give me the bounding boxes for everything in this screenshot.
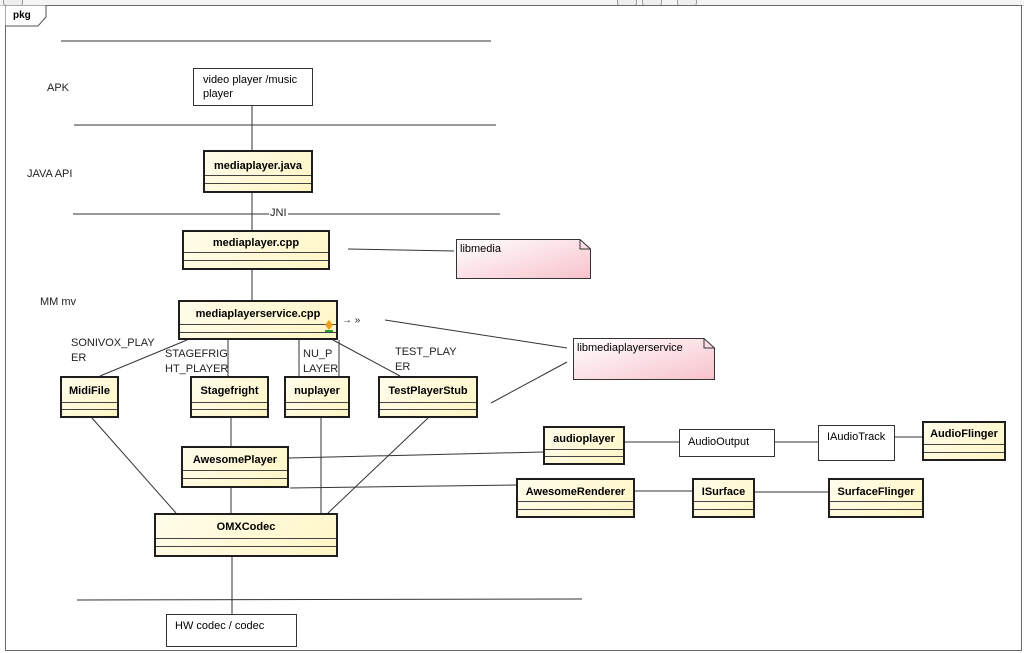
class-omxcodec[interactable]: OMXCodec xyxy=(154,513,338,557)
class-stagefright[interactable]: Stagefright xyxy=(190,376,269,418)
class-awesomerenderer[interactable]: AwesomeRenderer xyxy=(516,478,635,518)
layer-label-mm: MM mv xyxy=(40,296,77,308)
class-mediaplayerservice-cpp[interactable]: mediaplayerservice.cpp xyxy=(178,300,338,340)
class-mediaplayer-cpp[interactable]: mediaplayer.cpp xyxy=(182,230,330,270)
stereotype-arrow-label: → » xyxy=(342,315,361,326)
class-isurface[interactable]: ISurface xyxy=(692,478,755,518)
note-libmedia[interactable]: libmedia xyxy=(456,239,591,279)
package-frame xyxy=(5,5,1022,651)
class-testplayerstub[interactable]: TestPlayerStub xyxy=(378,376,478,418)
hw-codec-object[interactable]: HW codec / codec xyxy=(166,614,297,647)
package-label: pkg xyxy=(13,10,31,21)
class-surfaceflinger[interactable]: SurfaceFlinger xyxy=(828,478,924,518)
iaudiotrack-object[interactable]: IAudioTrack xyxy=(818,425,895,461)
class-midifile[interactable]: MidiFile xyxy=(60,376,119,418)
package-tab: pkg xyxy=(5,5,47,27)
audiooutput-object[interactable]: AudioOutput xyxy=(679,429,775,457)
class-audioflinger[interactable]: AudioFlinger xyxy=(922,421,1006,461)
class-nuplayer[interactable]: nuplayer xyxy=(284,376,350,418)
class-mediaplayer-java[interactable]: mediaplayer.java xyxy=(203,150,313,193)
layer-label-apk: APK xyxy=(47,82,70,94)
layer-label-java-api: JAVA API xyxy=(27,168,73,180)
stereotype-icon xyxy=(325,320,333,332)
jni-label: JNI xyxy=(269,206,288,221)
note-libmediaplayerservice[interactable]: libmediaplayerservice xyxy=(573,338,715,380)
class-audioplayer[interactable]: audioplayer xyxy=(543,426,625,465)
class-awesomeplayer[interactable]: AwesomePlayer xyxy=(181,446,289,488)
